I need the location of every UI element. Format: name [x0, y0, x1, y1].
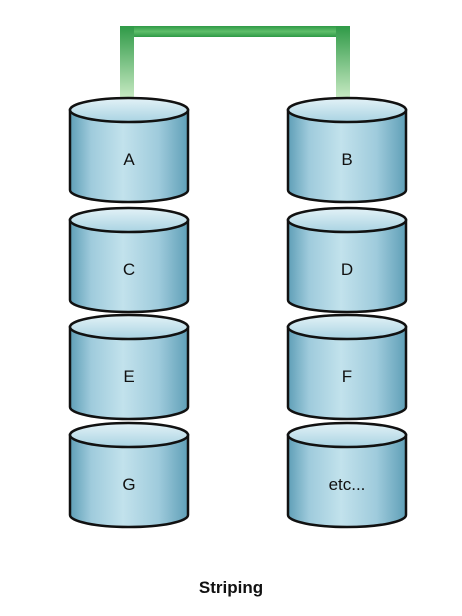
disk-body: [68, 433, 190, 529]
disk-left-3: E: [68, 313, 190, 421]
disk-left-1: A: [68, 96, 190, 204]
disk-right-1: B: [286, 96, 408, 204]
disk-body: [68, 325, 190, 421]
disk-stack-right: etc... F D B: [286, 96, 408, 529]
connector-right-leg: [336, 26, 350, 104]
disk-top: [286, 421, 408, 449]
disk-label: A: [123, 150, 135, 169]
disk-top: [286, 96, 408, 124]
disk-top: [286, 313, 408, 341]
disk-body: [286, 108, 408, 204]
disk-right-2: D: [286, 206, 408, 314]
disk-top: [68, 421, 190, 449]
disk-body: [68, 108, 190, 204]
disk-top: [68, 313, 190, 341]
disk-label: D: [341, 260, 353, 279]
disk-top: [68, 96, 190, 124]
disk-stack-left: G E C A: [68, 96, 190, 529]
disk-body: [286, 325, 408, 421]
stripe-connector: [120, 26, 350, 104]
disk-label: B: [341, 150, 352, 169]
disk-label: E: [123, 367, 134, 386]
disk-body: [68, 218, 190, 314]
disk-top: [68, 206, 190, 234]
disk-label: etc...: [329, 475, 366, 494]
disk-left-2: C: [68, 206, 190, 314]
disk-label: G: [122, 475, 135, 494]
connector-top-bar: [120, 26, 350, 37]
disk-right-3: F: [286, 313, 408, 421]
disk-body: [286, 218, 408, 314]
disk-label: C: [123, 260, 135, 279]
disk-left-4: G: [68, 421, 190, 529]
connector-left-leg: [120, 26, 134, 104]
disk-label: F: [342, 367, 352, 386]
disk-right-4: etc...: [286, 421, 408, 529]
diagram-caption: Striping: [198, 578, 264, 597]
disk-top: [286, 206, 408, 234]
disk-body: [286, 433, 408, 529]
